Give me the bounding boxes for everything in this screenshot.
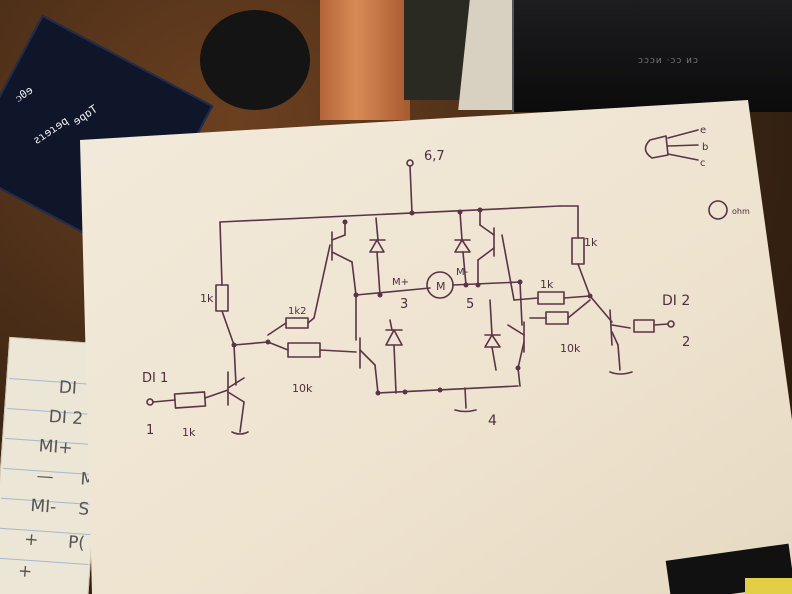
input-2-terminal	[667, 320, 675, 328]
resistor-right-base	[633, 319, 655, 333]
motor-label: M	[436, 280, 446, 293]
resistor-right-top-label: 1k	[584, 236, 598, 249]
monitor	[512, 0, 792, 112]
diode-pinout-sketch	[708, 200, 728, 220]
top-rail	[219, 205, 561, 223]
pin-3-label: 3	[400, 297, 408, 312]
input-1-label: DI 1	[142, 371, 168, 386]
input-1-pin: 1	[146, 423, 154, 438]
input-2-label: DI 2	[662, 293, 690, 309]
legend-b: b	[702, 142, 708, 153]
ground-label: 4	[488, 413, 497, 429]
resistor-left-top	[215, 284, 229, 312]
wood-block	[320, 0, 410, 120]
legend-e: e	[700, 125, 706, 136]
motor-pin-right: M-	[456, 267, 469, 278]
diode-right-top	[454, 239, 471, 253]
resistor-left-base-label: 1k	[182, 426, 196, 439]
resistor-left-mid-label: 1k2	[288, 306, 307, 317]
resistor-left-bottom-label: 10k	[292, 382, 313, 395]
resistor-right-bottom-label: 10k	[560, 342, 581, 355]
legend-c: c	[700, 158, 706, 169]
yellow-object	[745, 578, 792, 594]
diode-right-bottom	[484, 334, 501, 348]
resistor-left-base	[173, 391, 207, 409]
input-2-pin: 2	[682, 335, 690, 350]
fan	[200, 10, 310, 110]
transistor-package-sketch	[644, 135, 669, 159]
resistor-right-top	[571, 237, 585, 265]
supply-label: 6,7	[424, 149, 445, 164]
resistor-left-mid	[285, 317, 309, 329]
supply-terminal	[406, 159, 414, 167]
monitor-logo: ᴐɔɔᴎ ·ᴐɔ ᴎᴐ	[638, 56, 699, 66]
diode-left-bottom	[385, 329, 403, 346]
resistor-left-bottom	[287, 342, 321, 358]
resistor-left-top-label: 1k	[200, 292, 214, 305]
resistor-right-bottom	[545, 311, 569, 325]
resistor-right-mid	[537, 291, 565, 305]
motor-pin-left: M+	[392, 277, 409, 288]
diode-left-top	[369, 239, 385, 253]
resistor-right-mid-label: 1k	[540, 278, 554, 291]
diode-note: ohm	[732, 207, 750, 216]
bottom-rail	[377, 385, 519, 394]
pin-5-label: 5	[466, 297, 474, 312]
input-1-terminal	[146, 398, 154, 406]
